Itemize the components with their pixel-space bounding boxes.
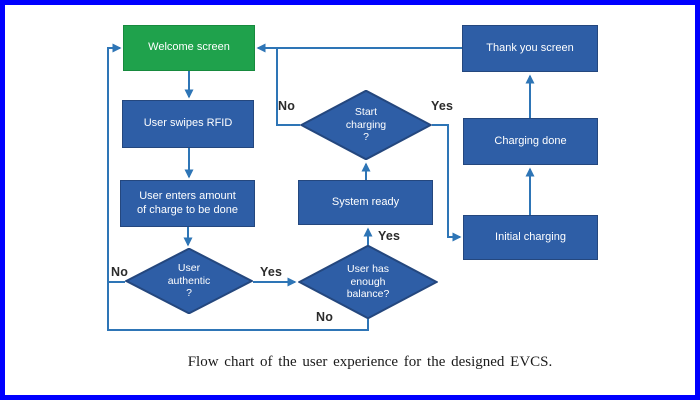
node-charging-done: Charging done	[463, 118, 598, 165]
node-thank-you-screen: Thank you screen	[462, 25, 598, 72]
node-label: Start charging ?	[345, 106, 387, 144]
diamond-shape	[300, 90, 432, 160]
edge-start-yes-to-initial	[432, 124, 462, 242]
edge-label-authentic-yes: Yes	[260, 265, 283, 279]
node-user-authentic: User authentic ?	[125, 248, 253, 314]
flowchart-canvas: Welcome screen User swipes RFID User ent…	[5, 5, 695, 395]
edge-start-no-up	[276, 49, 300, 126]
edge-label-balance-no: No	[316, 310, 334, 324]
node-welcome-screen: Welcome screen	[123, 25, 255, 71]
edge-label-authentic-no: No	[111, 265, 129, 279]
figure-caption: Flow chart of the user experience for th…	[187, 354, 553, 370]
node-initial-charging: Initial charging	[463, 215, 598, 260]
node-start-charging: Start charging ?	[300, 90, 432, 160]
edge-label-start-charging-no: No	[278, 99, 296, 113]
connector-lines	[107, 43, 535, 331]
edge-balance-no-return-to-welcome	[107, 43, 369, 331]
node-label: User authentic ?	[167, 262, 211, 300]
diamond-shape	[125, 248, 253, 314]
node-label: User has enough balance?	[346, 263, 390, 301]
diamond-shape	[298, 245, 438, 319]
edge-label-balance-yes: Yes	[378, 229, 401, 243]
node-system-ready: System ready	[298, 180, 433, 225]
node-user-has-enough-balance: User has enough balance?	[298, 245, 438, 319]
node-user-swipes-rfid: User swipes RFID	[122, 100, 254, 148]
node-user-enters-amount: User enters amount of charge to be done	[120, 180, 255, 227]
edge-label-start-charging-yes: Yes	[431, 99, 454, 113]
